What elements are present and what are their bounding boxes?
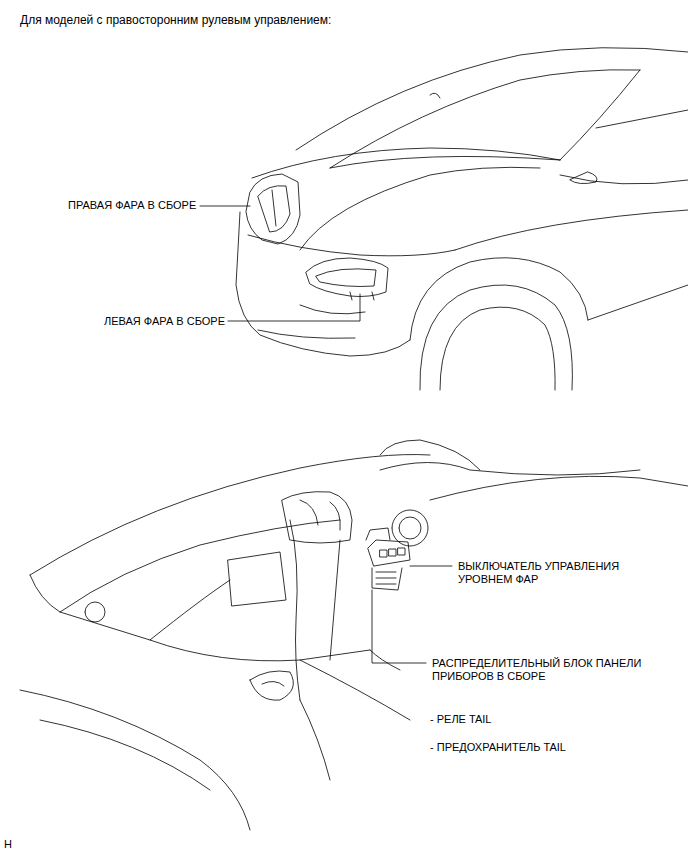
dashboard-outline	[20, 440, 688, 830]
figure-code: H	[4, 838, 12, 851]
car-outline	[236, 48, 688, 356]
diagram-title: Для моделей с правосторонним рулевым упр…	[20, 13, 331, 27]
headlight-right	[246, 174, 300, 244]
part-label: ПРАВАЯ ФАРА В СБОРЕ	[68, 199, 196, 212]
part-label: ЛЕВАЯ ФАРА В СБОРЕ	[104, 315, 225, 328]
part-label: - РЕЛЕ TAIL	[430, 713, 491, 726]
leader-line	[200, 206, 452, 663]
part-label: ВЫКЛЮЧАТЕЛЬ УПРАВЛЕНИЯ УРОВНЕМ ФАР	[458, 560, 658, 586]
headlight-left	[306, 258, 388, 300]
part-label: РАСПРЕДЕЛИТЕЛЬНЫЙ БЛОК ПАНЕЛИ ПРИБОРОВ В…	[432, 657, 667, 683]
part-label: - ПРЕДОХРАНИТЕЛЬ TAIL	[430, 741, 566, 754]
wheel	[420, 285, 572, 390]
switch-and-junction-block	[366, 528, 410, 590]
